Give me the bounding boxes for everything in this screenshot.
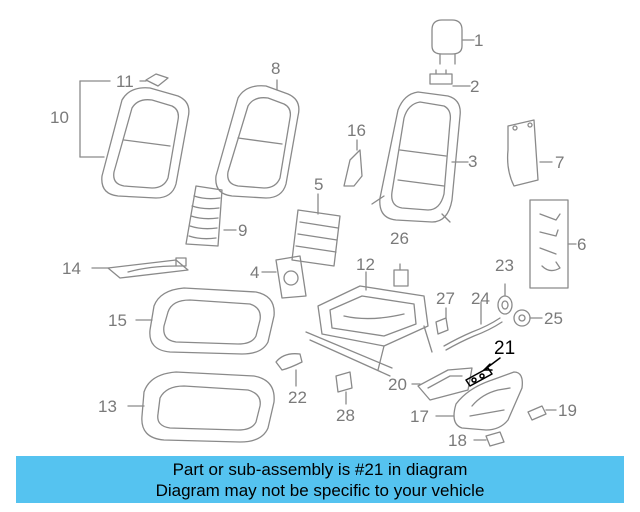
callout-5: 5 [314,175,324,194]
callout-11: 11 [116,72,134,91]
callout-4: 4 [250,263,260,282]
callout-bracket-10 [79,80,111,158]
callout-17: 17 [410,407,429,426]
cushion-cover-part [135,287,275,355]
callout-25: 25 [544,309,563,328]
seat-back-frame-part [371,91,469,223]
seat-frame-part [305,271,433,377]
info-banner: Part or sub-assembly is #21 in diagram D… [16,456,624,503]
recliner-part [261,255,307,299]
headrest-guide-part [429,69,471,87]
banner-line-disclaimer: Diagram may not be specific to your vehi… [155,481,485,500]
callout-1: 1 [474,31,484,50]
seat-back-pad-part [215,79,300,199]
callout-27: 27 [436,289,455,308]
callout-9: 9 [238,221,248,240]
lumbar-support-part [291,193,341,267]
switch-part [393,263,409,287]
callout-14: 14 [62,259,81,278]
clip-part-28 [335,371,353,405]
hardware-kit-part [529,199,577,289]
callout-16: 16 [347,121,366,140]
callout-8: 8 [271,59,281,78]
callout-2: 2 [470,77,480,96]
callout-23: 23 [495,256,514,275]
callout-6: 6 [577,235,587,254]
clip-part [139,73,169,87]
callout-10: 10 [50,108,69,127]
headrest-part [431,19,475,65]
callout-18: 18 [448,431,467,450]
callout-21-highlighted: 21 [494,338,516,359]
knob-part [497,283,513,315]
lumbar-panel-part [185,185,237,247]
clip-part-19 [527,405,557,421]
side-shield-part [435,371,523,431]
trim-cover-part [343,139,363,187]
callout-20: 20 [388,375,407,394]
back-panel-part [506,119,553,187]
bracket-part [435,307,449,335]
seat-back-cover-part [101,87,190,199]
side-trim-panel-part [411,367,473,401]
cable-part [443,301,503,351]
callout-12: 12 [356,255,375,274]
callout-24: 24 [471,289,490,308]
callout-28: 28 [336,406,355,425]
handle-part [275,353,303,387]
callout-15: 15 [108,311,127,330]
highlighted-part-21 [465,357,501,387]
callout-19: 19 [558,401,577,420]
callout-3: 3 [468,152,478,171]
callout-7: 7 [555,153,565,172]
callout-13: 13 [98,397,117,416]
exploded-view-drawing [79,19,577,447]
cap-part-18 [473,431,505,447]
callout-22: 22 [288,388,307,407]
banner-line-part-number: Part or sub-assembly is #21 in diagram [172,460,468,479]
callout-26: 26 [390,229,409,248]
cap-part [513,309,543,327]
cushion-pad-part [127,371,275,443]
heater-pad-part [91,257,189,279]
